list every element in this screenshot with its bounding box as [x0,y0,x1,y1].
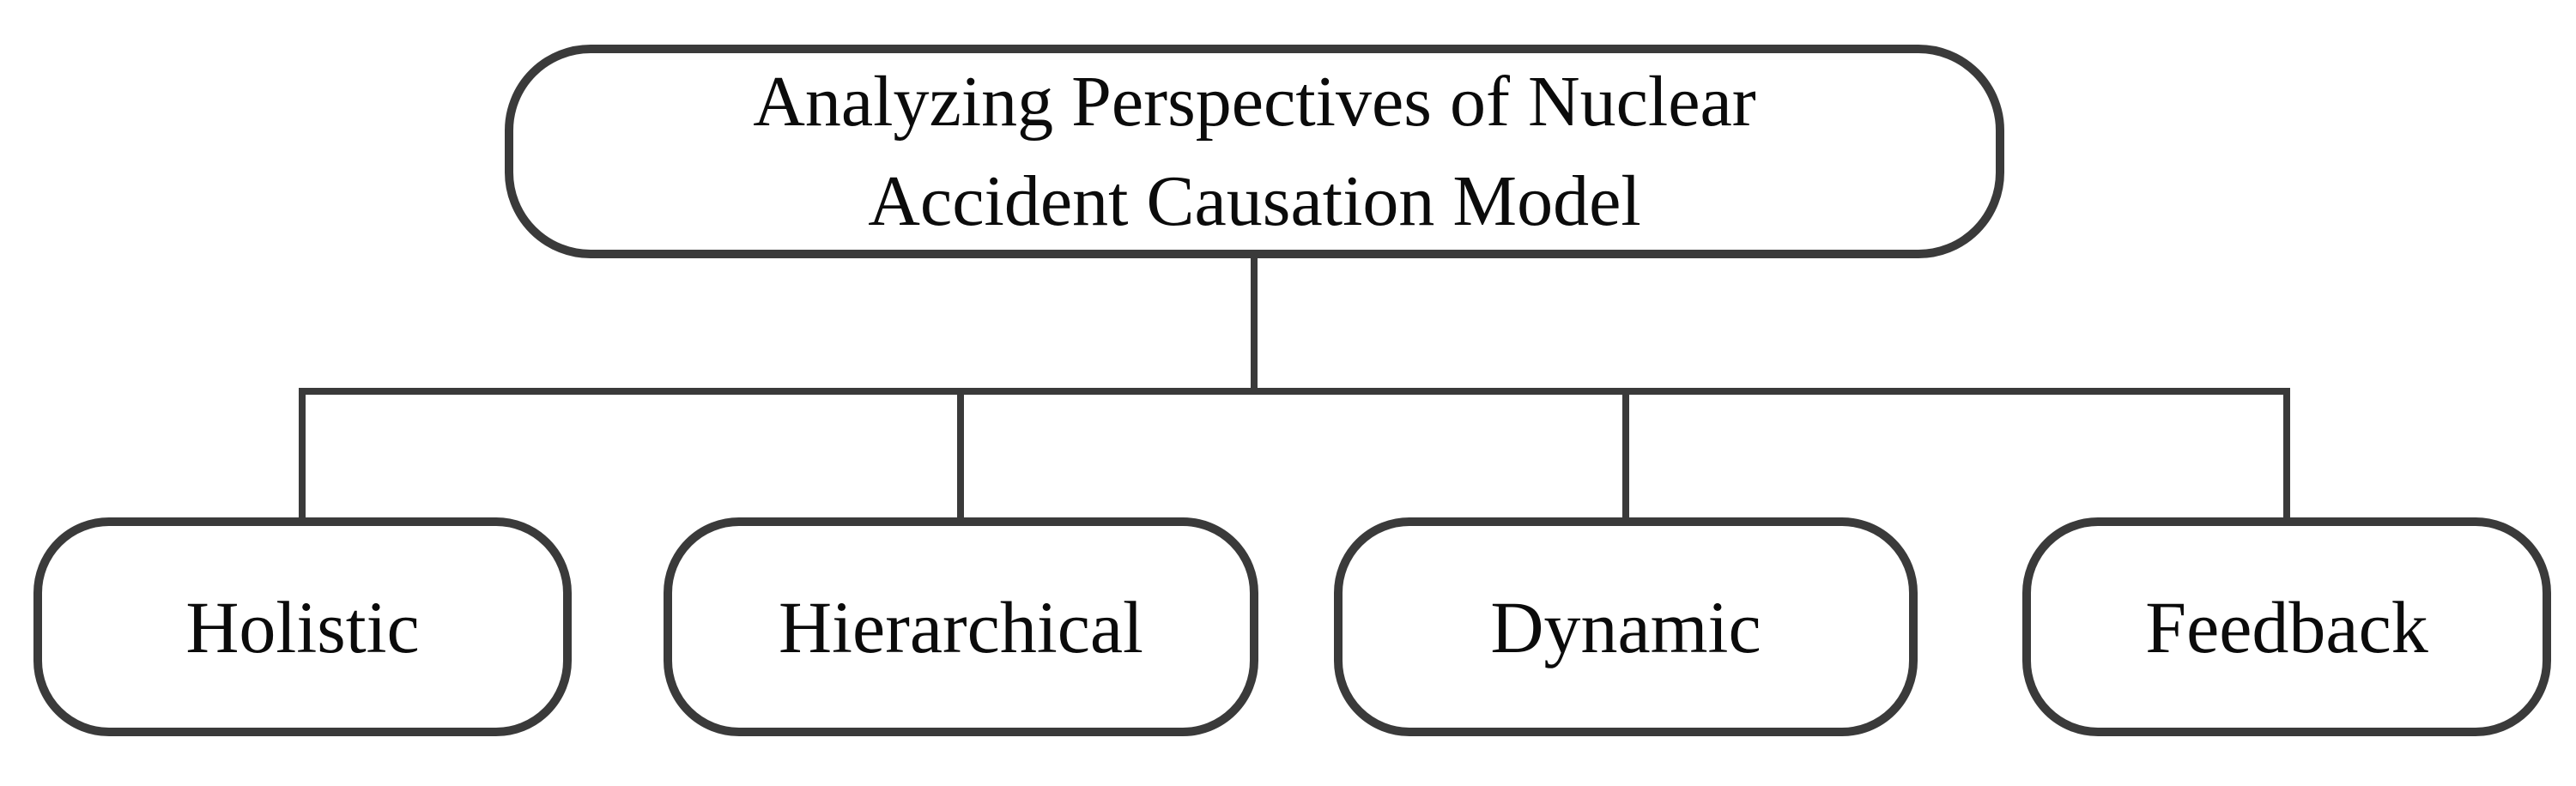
node-hierarchical: Hierarchical [664,517,1258,736]
node-feedback: Feedback [2022,517,2551,736]
connector-root-stem [1251,254,1258,395]
node-root-label-line2: Accident Causation Model [868,160,1641,241]
connector-drop-feedback [2283,388,2290,523]
connector-drop-hierarchical [957,388,964,523]
connector-drop-dynamic [1622,388,1629,523]
connector-drop-holistic [299,388,306,523]
node-hierarchical-label: Hierarchical [779,585,1143,668]
node-dynamic: Dynamic [1334,517,1918,736]
node-holistic: Holistic [33,517,572,736]
node-dynamic-label: Dynamic [1490,585,1761,668]
node-root: Analyzing Perspectives of Nuclear Accide… [505,45,2004,258]
node-feedback-label: Feedback [2145,585,2428,668]
node-root-label-line1: Analyzing Perspectives of Nuclear [753,61,1756,142]
connector-horizontal-rail [299,388,2290,395]
node-holistic-label: Holistic [185,585,420,668]
